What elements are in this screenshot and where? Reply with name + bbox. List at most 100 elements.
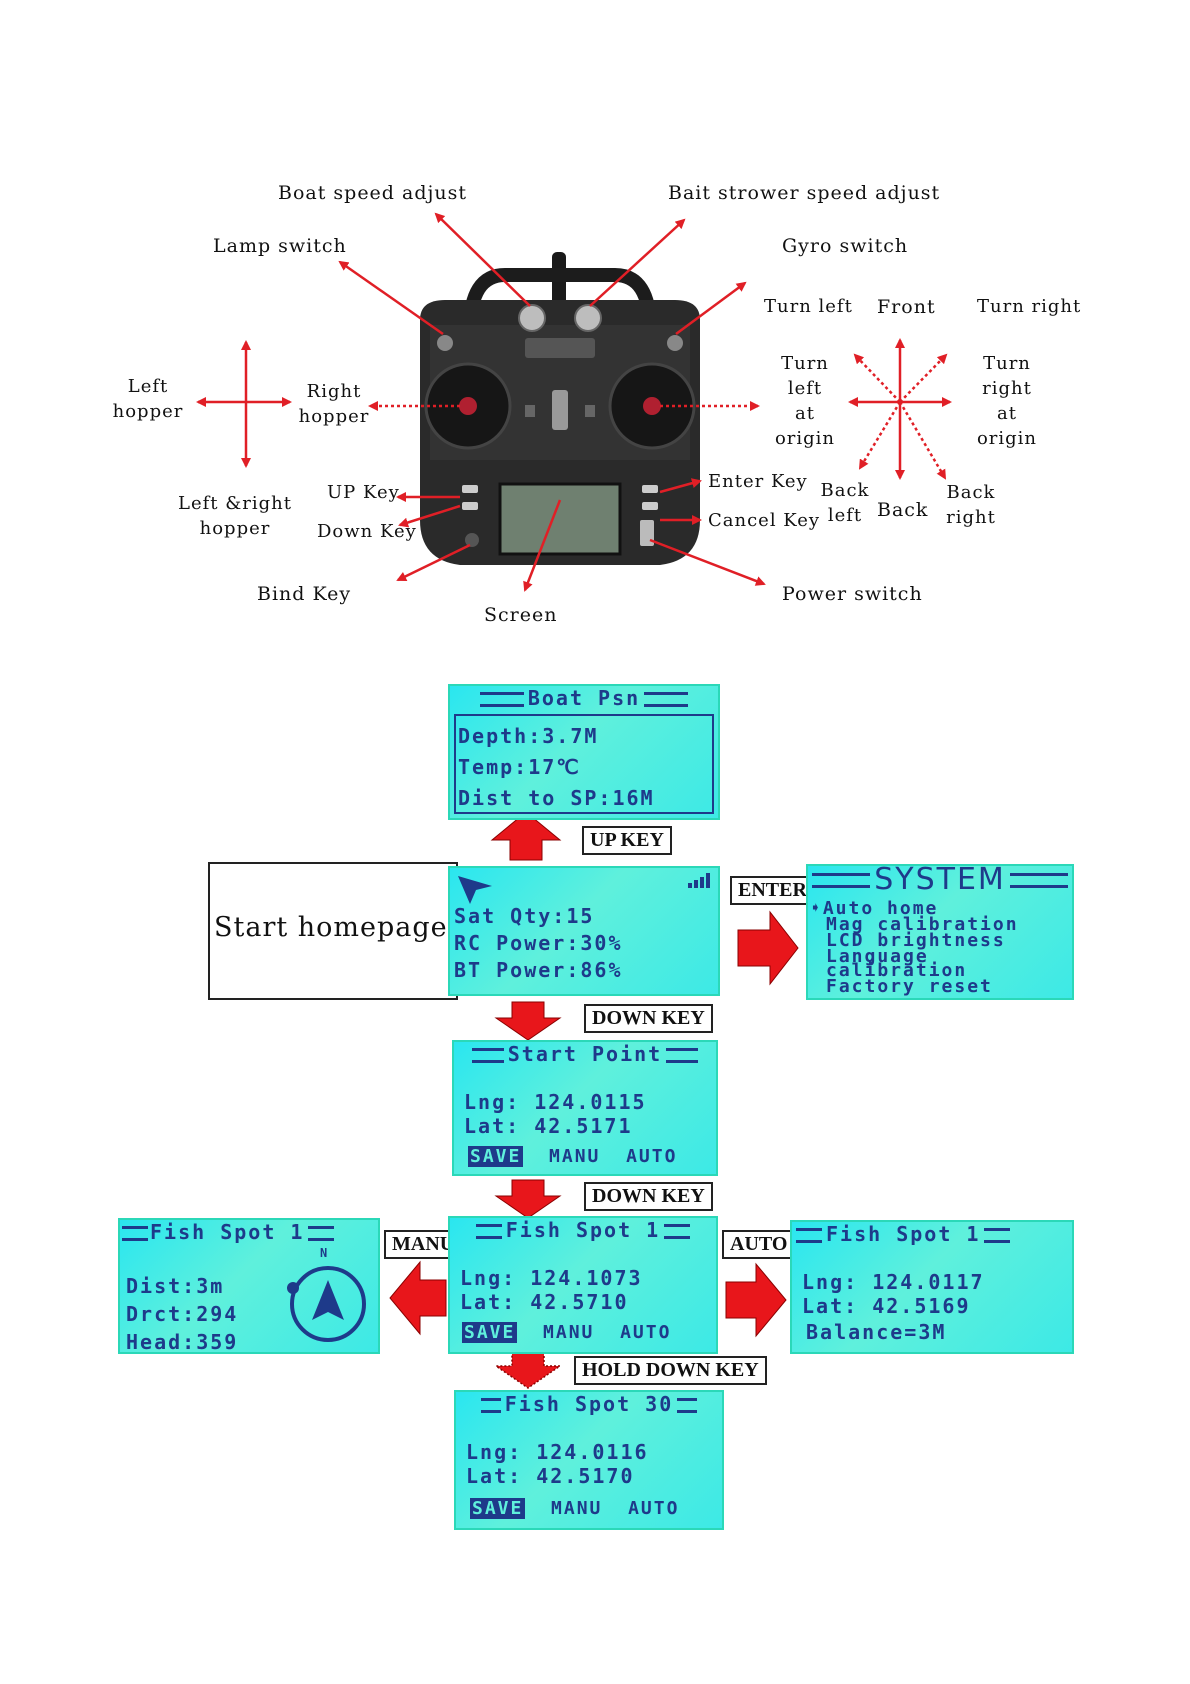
right-stick-directions — [848, 338, 952, 480]
tro-line-2: right — [982, 378, 1032, 399]
turn-left-label: Turn left — [764, 296, 853, 317]
system-screen: SYSTEM ➧Auto home Mag calibration LCD br… — [806, 862, 1074, 1000]
boat-psn-screen: Boat Psn Depth:3.7M Temp:17℃ Dist to SP:… — [448, 684, 720, 820]
start-point-lng: Lng: 124.0115 — [464, 1090, 647, 1114]
left-right-hopper-line-1: Left &right — [178, 493, 292, 514]
tlo-line-3: at — [795, 403, 815, 424]
system-item-language[interactable]: Language — [826, 946, 929, 967]
system-item-lcd-brightness[interactable]: LCD brightness — [826, 930, 1006, 951]
manu-head: Head:359 — [126, 1330, 239, 1354]
auto-lng: Lng: 124.0117 — [802, 1270, 985, 1294]
fs30-save-softkey[interactable]: SAVE — [470, 1498, 526, 1519]
start-point-title: Start Point — [452, 1042, 718, 1066]
tro-line-1: Turn — [983, 353, 1031, 374]
enter-key-label: Enter Key — [708, 471, 808, 492]
boat-psn-dist: Dist to SP:16M — [458, 786, 655, 810]
back-right-line-2: right — [946, 507, 996, 528]
fs30-manu-softkey[interactable]: MANU — [551, 1498, 603, 1519]
tlo-line-1: Turn — [781, 353, 829, 374]
fish-spot-center-screen: Fish Spot 1 Lng: 124.1073 Lat: 42.5710 S… — [448, 1216, 718, 1354]
gyro-switch-label: Gyro switch — [782, 235, 909, 257]
right-hopper-line-2: hopper — [298, 406, 370, 427]
manu-dist: Dist:3m — [126, 1274, 225, 1298]
fish-spot-30-screen: Fish Spot 30 Lng: 124.0116 Lat: 42.5170 … — [454, 1390, 724, 1530]
center-manu-softkey[interactable]: MANU — [543, 1322, 595, 1343]
save-softkey[interactable]: SAVE — [468, 1146, 524, 1167]
home-rc-power: RC Power:30% — [454, 931, 623, 955]
start-point-screen: Start Point Lng: 124.0115 Lat: 42.5171 S… — [452, 1040, 718, 1176]
cancel-key-label: Cancel Key — [708, 510, 821, 531]
fs30-lat: Lat: 42.5170 — [466, 1464, 635, 1488]
tro-line-3: at — [997, 403, 1017, 424]
system-item-calibration[interactable]: calibration — [826, 960, 968, 981]
back-left-line-1: Back — [820, 480, 870, 501]
left-hopper-line-1: Left — [127, 376, 169, 397]
center-softkeys: SAVE MANU AUTO — [462, 1322, 671, 1343]
enter-box: ENTER — [730, 876, 815, 905]
auto-balance: Balance=3M — [806, 1320, 947, 1344]
tro-line-4: origin — [976, 428, 1038, 449]
compass-n: N — [320, 1246, 328, 1260]
center-lng: Lng: 124.1073 — [460, 1266, 643, 1290]
fs30-lng: Lng: 124.0116 — [466, 1440, 649, 1464]
fs30-auto-softkey[interactable]: AUTO — [628, 1498, 680, 1519]
left-right-hopper-label: Left &right hopper — [178, 491, 292, 541]
back-left-label: Back left — [818, 478, 872, 528]
down-key-label: Down Key — [317, 521, 417, 542]
center-save-softkey[interactable]: SAVE — [462, 1322, 518, 1343]
tlo-line-2: left — [787, 378, 823, 399]
start-point-lat: Lat: 42.5171 — [464, 1114, 633, 1138]
fish-spot-center-title: Fish Spot 1 — [448, 1218, 718, 1242]
hold-down-key-box: HOLD DOWN KEY — [574, 1356, 767, 1385]
fish-spot-auto-screen: Fish Spot 1 Lng: 124.0117 Lat: 42.5169 B… — [790, 1220, 1074, 1354]
home-sat-qty: Sat Qty:15 — [454, 904, 595, 928]
boat-psn-frame — [454, 714, 714, 814]
callout-arrows — [338, 212, 766, 592]
left-hopper-line-2: hopper — [112, 401, 184, 422]
controller-diagram — [196, 212, 952, 592]
fish-spot-manu-title: Fish Spot 1 — [122, 1220, 380, 1244]
front-label: Front — [877, 296, 936, 318]
boat-psn-temp: Temp:17℃ — [458, 755, 581, 779]
right-hopper-line-1: Right — [306, 381, 362, 402]
center-auto-softkey[interactable]: AUTO — [620, 1322, 672, 1343]
auto-softkey[interactable]: AUTO — [626, 1146, 678, 1167]
start-point-softkeys: SAVE MANU AUTO — [468, 1146, 677, 1167]
turn-left-at-origin-label: Turn left at origin — [772, 351, 838, 451]
auto-box: AUTO — [722, 1230, 796, 1259]
bait-strower-speed-adjust-label: Bait strower speed adjust — [668, 182, 941, 204]
fish-spot-manu-screen: Fish Spot 1 Dist:3m Drct:294 Head:359 N — [118, 1218, 380, 1354]
screen-label: Screen — [484, 604, 558, 626]
compass-icon — [287, 1266, 366, 1342]
turn-right-label: Turn right — [977, 296, 1082, 317]
turn-right-at-origin-label: Turn right at origin — [974, 351, 1040, 451]
left-right-hopper-line-2: hopper — [199, 518, 271, 539]
back-right-line-1: Back — [946, 482, 996, 503]
down-key-box-2: DOWN KEY — [584, 1182, 713, 1211]
tlo-line-4: origin — [774, 428, 836, 449]
up-key-box: UP KEY — [582, 826, 672, 855]
boat-speed-adjust-label: Boat speed adjust — [278, 182, 468, 204]
home-screen: Sat Qty:15 RC Power:30% BT Power:86% — [448, 866, 720, 996]
right-hopper-label: Right hopper — [298, 379, 370, 429]
fish-spot-auto-title: Fish Spot 1 — [796, 1222, 1074, 1246]
back-right-label: Back right — [944, 480, 998, 530]
center-lat: Lat: 42.5710 — [460, 1290, 629, 1314]
system-item-mag-calibration[interactable]: Mag calibration — [826, 914, 1019, 935]
home-bt-power: BT Power:86% — [454, 958, 623, 982]
manu-softkey[interactable]: MANU — [549, 1146, 601, 1167]
system-item-factory-reset[interactable]: Factory reset — [826, 976, 993, 997]
lamp-switch-label: Lamp switch — [213, 235, 347, 257]
up-key-label: UP Key — [327, 482, 400, 503]
start-homepage-label: Start homepage — [214, 912, 448, 943]
signal-bars-icon — [688, 873, 710, 888]
start-homepage-box: Start homepage — [208, 862, 458, 1000]
fish-spot-30-title: Fish Spot 30 — [454, 1392, 724, 1416]
boat-psn-depth: Depth:3.7M — [458, 724, 599, 748]
back-left-line-2: left — [827, 505, 863, 526]
system-item-auto-home[interactable]: ➧Auto home — [810, 898, 939, 919]
boat-heading-icon — [458, 876, 492, 904]
bind-key-label: Bind Key — [257, 583, 352, 605]
boat-psn-title: Boat Psn — [448, 686, 720, 710]
down-key-box-1: DOWN KEY — [584, 1004, 713, 1033]
